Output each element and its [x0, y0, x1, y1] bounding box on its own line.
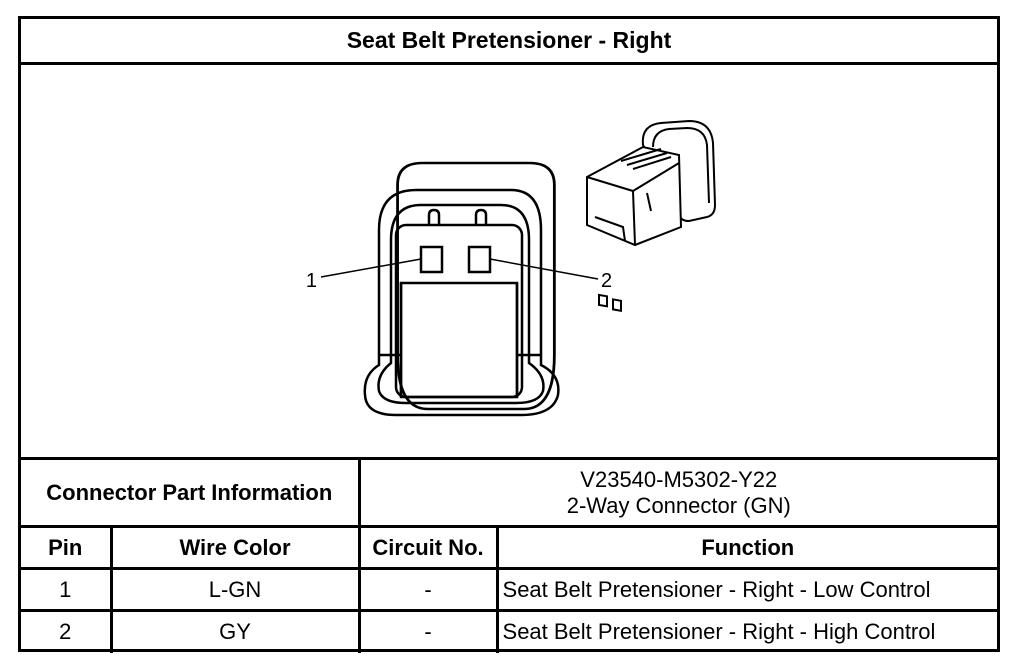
- cell-function: Seat Belt Pretensioner - Right - High Co…: [495, 609, 998, 653]
- table-row: 2 GY - Seat Belt Pretensioner - Right - …: [21, 609, 998, 653]
- header-pin: Pin: [21, 525, 113, 570]
- connector-chart: Seat Belt Pretensioner - Right: [18, 16, 1000, 653]
- connector-diagram: 1 2: [21, 65, 997, 457]
- chart-title: Seat Belt Pretensioner - Right: [21, 19, 997, 65]
- connector-info-row: Connector Part Information V23540-M5302-…: [21, 457, 998, 528]
- pinout-table: Connector Part Information V23540-M5302-…: [21, 457, 998, 653]
- cell-circuit: -: [357, 567, 499, 612]
- table-row: 1 L-GN - Seat Belt Pretensioner - Right …: [21, 567, 998, 612]
- connector-face-drawing: 1 2: [306, 119, 717, 417]
- connector-info-value: V23540-M5302-Y22 2-Way Connector (GN): [357, 457, 998, 528]
- pin-1-cavity: [419, 245, 444, 274]
- header-wire-color: Wire Color: [109, 525, 361, 570]
- connector-description: 2-Way Connector (GN): [566, 492, 791, 518]
- pin-1-callout: 1: [306, 270, 317, 292]
- cell-pin: 1: [21, 567, 113, 612]
- cell-circuit: -: [357, 609, 499, 653]
- cell-wire-color: GY: [109, 609, 361, 653]
- part-number: V23540-M5302-Y22: [580, 466, 778, 492]
- cell-pin: 2: [21, 609, 113, 653]
- connector-info-label: Connector Part Information: [21, 457, 361, 528]
- connector-isometric-view: [586, 119, 717, 312]
- header-function: Function: [495, 525, 998, 570]
- pin-2-cavity: [467, 245, 492, 274]
- connector-face: [363, 161, 560, 417]
- table-header-row: Pin Wire Color Circuit No. Function: [21, 525, 998, 570]
- cell-function: Seat Belt Pretensioner - Right - Low Con…: [495, 567, 998, 612]
- header-circuit: Circuit No.: [357, 525, 499, 570]
- cell-wire-color: L-GN: [109, 567, 361, 612]
- pin-2-callout: 2: [601, 270, 612, 292]
